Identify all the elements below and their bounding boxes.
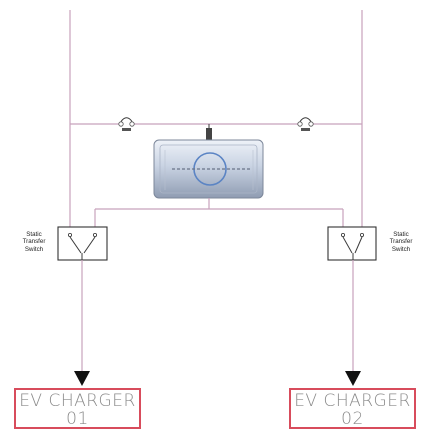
ev-charger-01-box: EV CHARGER 01 <box>14 388 141 429</box>
ev-charger-02-title: EV CHARGER <box>294 391 411 411</box>
battery-terminal-icon <box>206 128 212 141</box>
battery-storage-icon <box>153 139 264 199</box>
breaker-right-icon <box>297 117 314 131</box>
ev-charger-02-box: EV CHARGER 02 <box>289 388 416 429</box>
breaker-left-icon <box>118 117 135 131</box>
static-transfer-switch-left-label: Static Transfer Switch <box>22 231 46 253</box>
left-arrow-icon <box>74 371 90 386</box>
ev-charger-01-number: 01 <box>66 409 89 429</box>
right-arrow-icon <box>345 371 361 386</box>
ev-charger-02-number: 02 <box>341 409 364 429</box>
ev-charger-01-title: EV CHARGER <box>19 391 136 411</box>
static-transfer-switch-right-icon <box>327 226 377 261</box>
static-transfer-switch-right-label: Static Transfer Switch <box>389 231 413 253</box>
static-transfer-switch-left-icon <box>57 226 108 261</box>
